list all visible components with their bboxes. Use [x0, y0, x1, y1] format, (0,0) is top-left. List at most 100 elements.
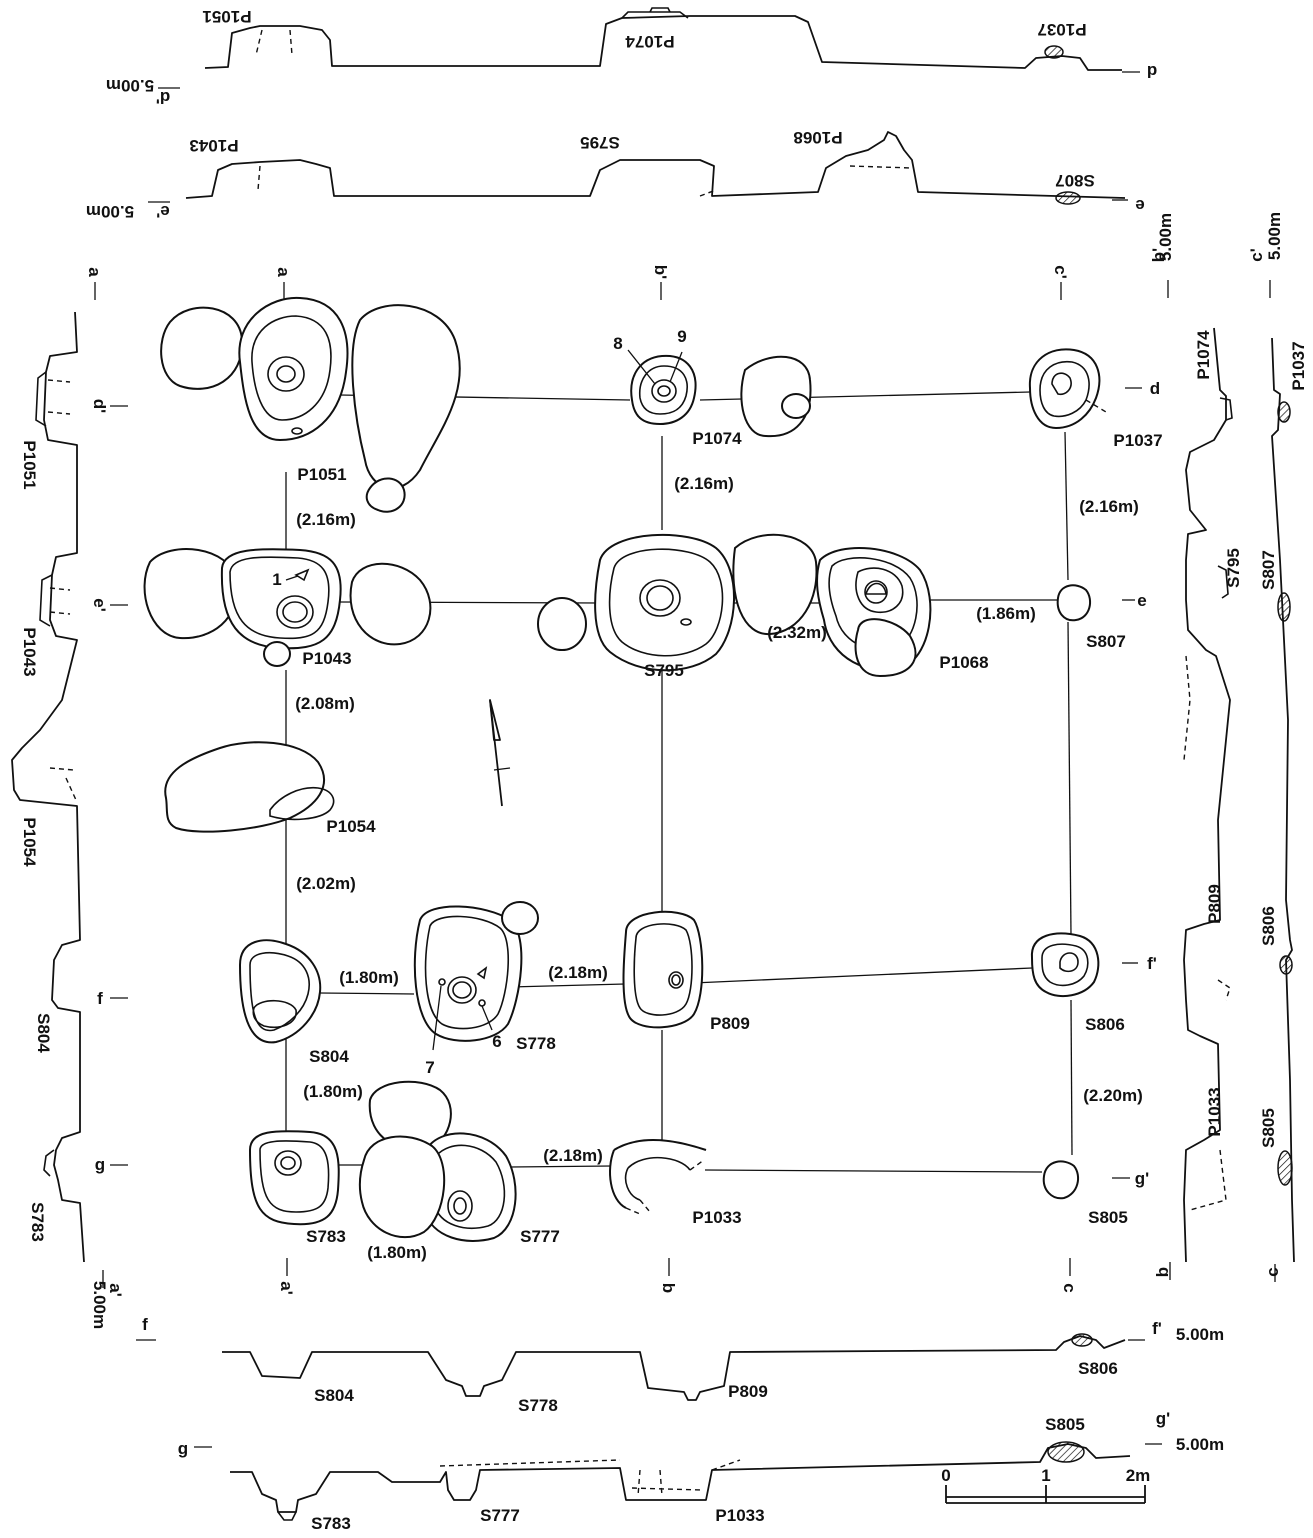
pit-s807: S807 e	[1056, 584, 1147, 651]
profile-g-label-p1033: P1033	[715, 1506, 764, 1525]
span-a-e-p1054: (2.08m)	[295, 694, 355, 713]
pit-p1051: P1051	[160, 296, 461, 513]
profile-f: f S806 f' 5.00m S804 S778 P809	[136, 1315, 1224, 1415]
pit-s783: S783	[248, 1130, 346, 1246]
pit-p1033: P1033	[609, 1139, 742, 1227]
span-g-s777-p1033: (2.18m)	[543, 1146, 603, 1165]
left-marker-e-prime: e'	[90, 598, 109, 612]
label-s805: S805	[1088, 1208, 1128, 1227]
scale-tick-2m: 2m	[1126, 1466, 1151, 1485]
profile-g: g S805 g' 5.00m S783 S777 P1033	[178, 1409, 1224, 1533]
right-marker-e: e	[1137, 591, 1146, 610]
profile-e-label-s807: S807	[1055, 171, 1095, 190]
profile-b-elevation: 5.00m	[1156, 213, 1175, 261]
bottom-marker-c: c	[1060, 1283, 1079, 1292]
top-marker-a: a	[274, 267, 293, 277]
profile-f-label-s806: S806	[1078, 1359, 1118, 1378]
span-a-f-g: (1.80m)	[303, 1082, 363, 1101]
profile-d-label-p1074: P1074	[625, 32, 675, 51]
profile-b-label-p1074: P1074	[1194, 330, 1213, 380]
profile-c-end-c-prime: c'	[1247, 248, 1266, 262]
label-p1054: P1054	[326, 817, 376, 836]
right-marker-d: d	[1150, 379, 1160, 398]
profile-a-label-p1051: P1051	[20, 440, 39, 489]
pit-p809: P809	[622, 910, 750, 1033]
profile-b-label-p809: P809	[1205, 884, 1224, 924]
profile-g-label-s777: S777	[480, 1506, 520, 1525]
profile-a-label-p1043: P1043	[20, 627, 39, 676]
profile-g-end-g: g	[178, 1439, 188, 1458]
span-labels: (2.16m) (2.08m) (2.02m) (1.80m) (2.16m) …	[295, 474, 1143, 1262]
right-marker-g-prime: g'	[1135, 1169, 1149, 1188]
profile-f-end-f-prime: f'	[1152, 1319, 1162, 1338]
label-s783: S783	[306, 1227, 346, 1246]
pit-s795: S795	[537, 533, 735, 680]
scale-tick-1: 1	[1041, 1466, 1050, 1485]
label-p1051: P1051	[297, 465, 346, 484]
left-marker-d-prime: d'	[90, 399, 109, 413]
profile-a: P1051 P1043 P1054 S804 S783 a' 5.00m	[11, 311, 125, 1329]
pit-p1054: P1054	[164, 741, 376, 836]
pit-p1068: P1068	[732, 533, 989, 678]
span-c-f-g: (2.20m)	[1083, 1086, 1143, 1105]
pit-s777: S777	[358, 1080, 560, 1246]
span-f-s804-s778: (1.80m)	[339, 968, 399, 987]
scale-bar: 0 1 2m	[941, 1466, 1151, 1504]
label-post-1: 1	[272, 570, 281, 589]
left-row-markers: d' e' f g	[90, 399, 128, 1174]
pit-s806: S806 f'	[1030, 932, 1157, 1034]
north-arrow-icon	[489, 699, 511, 807]
pit-p1074: 8 9 P1074	[613, 327, 812, 448]
label-s807: S807	[1086, 632, 1126, 651]
label-s795: S795	[644, 661, 684, 680]
profile-a-end-a-prime: a'	[106, 1283, 125, 1297]
left-marker-g: g	[95, 1155, 105, 1174]
profile-g-label-s783: S783	[311, 1514, 351, 1533]
bottom-marker-b: b	[659, 1283, 678, 1293]
label-p1033: P1033	[692, 1208, 741, 1227]
profile-g-elevation: 5.00m	[1176, 1435, 1224, 1454]
profile-c-end-c: c	[1263, 1267, 1282, 1276]
label-post-9: 9	[677, 327, 686, 346]
profile-f-elevation: 5.00m	[1176, 1325, 1224, 1344]
label-s777: S777	[520, 1227, 560, 1246]
profile-a-label-s804: S804	[34, 1013, 53, 1053]
profile-a-elevation: 5.00m	[90, 1281, 109, 1329]
top-marker-c-prime: c'	[1051, 265, 1070, 279]
profile-d-label-p1037: P1037	[1037, 20, 1086, 39]
profile-c-label-s805: S805	[1259, 1108, 1278, 1148]
profile-c-label-s807: S807	[1259, 550, 1278, 590]
profile-e-end-e: e	[1135, 196, 1144, 215]
label-s806: S806	[1085, 1015, 1125, 1034]
profile-c-label-s806: S806	[1259, 906, 1278, 946]
span-c-d-e: (2.16m)	[1079, 497, 1139, 516]
profile-e-elevation: 5.00m	[86, 202, 134, 221]
profile-d-end-d: d	[1147, 62, 1157, 81]
profile-e-label-s795: S795	[580, 133, 620, 152]
profile-b-label-p1033: P1033	[1205, 1087, 1224, 1136]
scale-tick-0: 0	[941, 1466, 950, 1485]
profile-f-end-f: f	[142, 1315, 148, 1334]
profile-c: P1037 S807 S806 S805 c' 5.00m c	[1247, 212, 1308, 1282]
profile-g-label-s805: S805	[1045, 1415, 1085, 1434]
profile-c-label-p1037: P1037	[1289, 341, 1308, 390]
profile-b: P1074 S795 P809 P1033 b' 5.00m b	[1149, 213, 1243, 1280]
label-p809: P809	[710, 1014, 750, 1033]
profile-d-label-p1051: P1051	[202, 7, 251, 26]
label-p1043: P1043	[302, 649, 351, 668]
span-a-d-e: (2.16m)	[296, 510, 356, 529]
span-f-s778-p809: (2.18m)	[548, 963, 608, 982]
pit-p1043: 1 P1043	[143, 548, 432, 668]
profile-f-label-p809: P809	[728, 1382, 768, 1401]
label-p1068: P1068	[939, 653, 988, 672]
span-g-s783-s777: (1.80m)	[367, 1243, 427, 1262]
profile-c-elevation: 5.00m	[1265, 212, 1284, 260]
pit-s804: S804	[238, 939, 349, 1066]
span-e-s795-p1068: (2.32m)	[767, 623, 827, 642]
profile-e-label-p1068: P1068	[793, 128, 842, 147]
profile-a-label-p1054: P1054	[20, 817, 39, 867]
span-a-p1054-f: (2.02m)	[296, 874, 356, 893]
profile-f-label-s778: S778	[518, 1396, 558, 1415]
profile-d-elevation: 5.00m	[106, 76, 154, 95]
